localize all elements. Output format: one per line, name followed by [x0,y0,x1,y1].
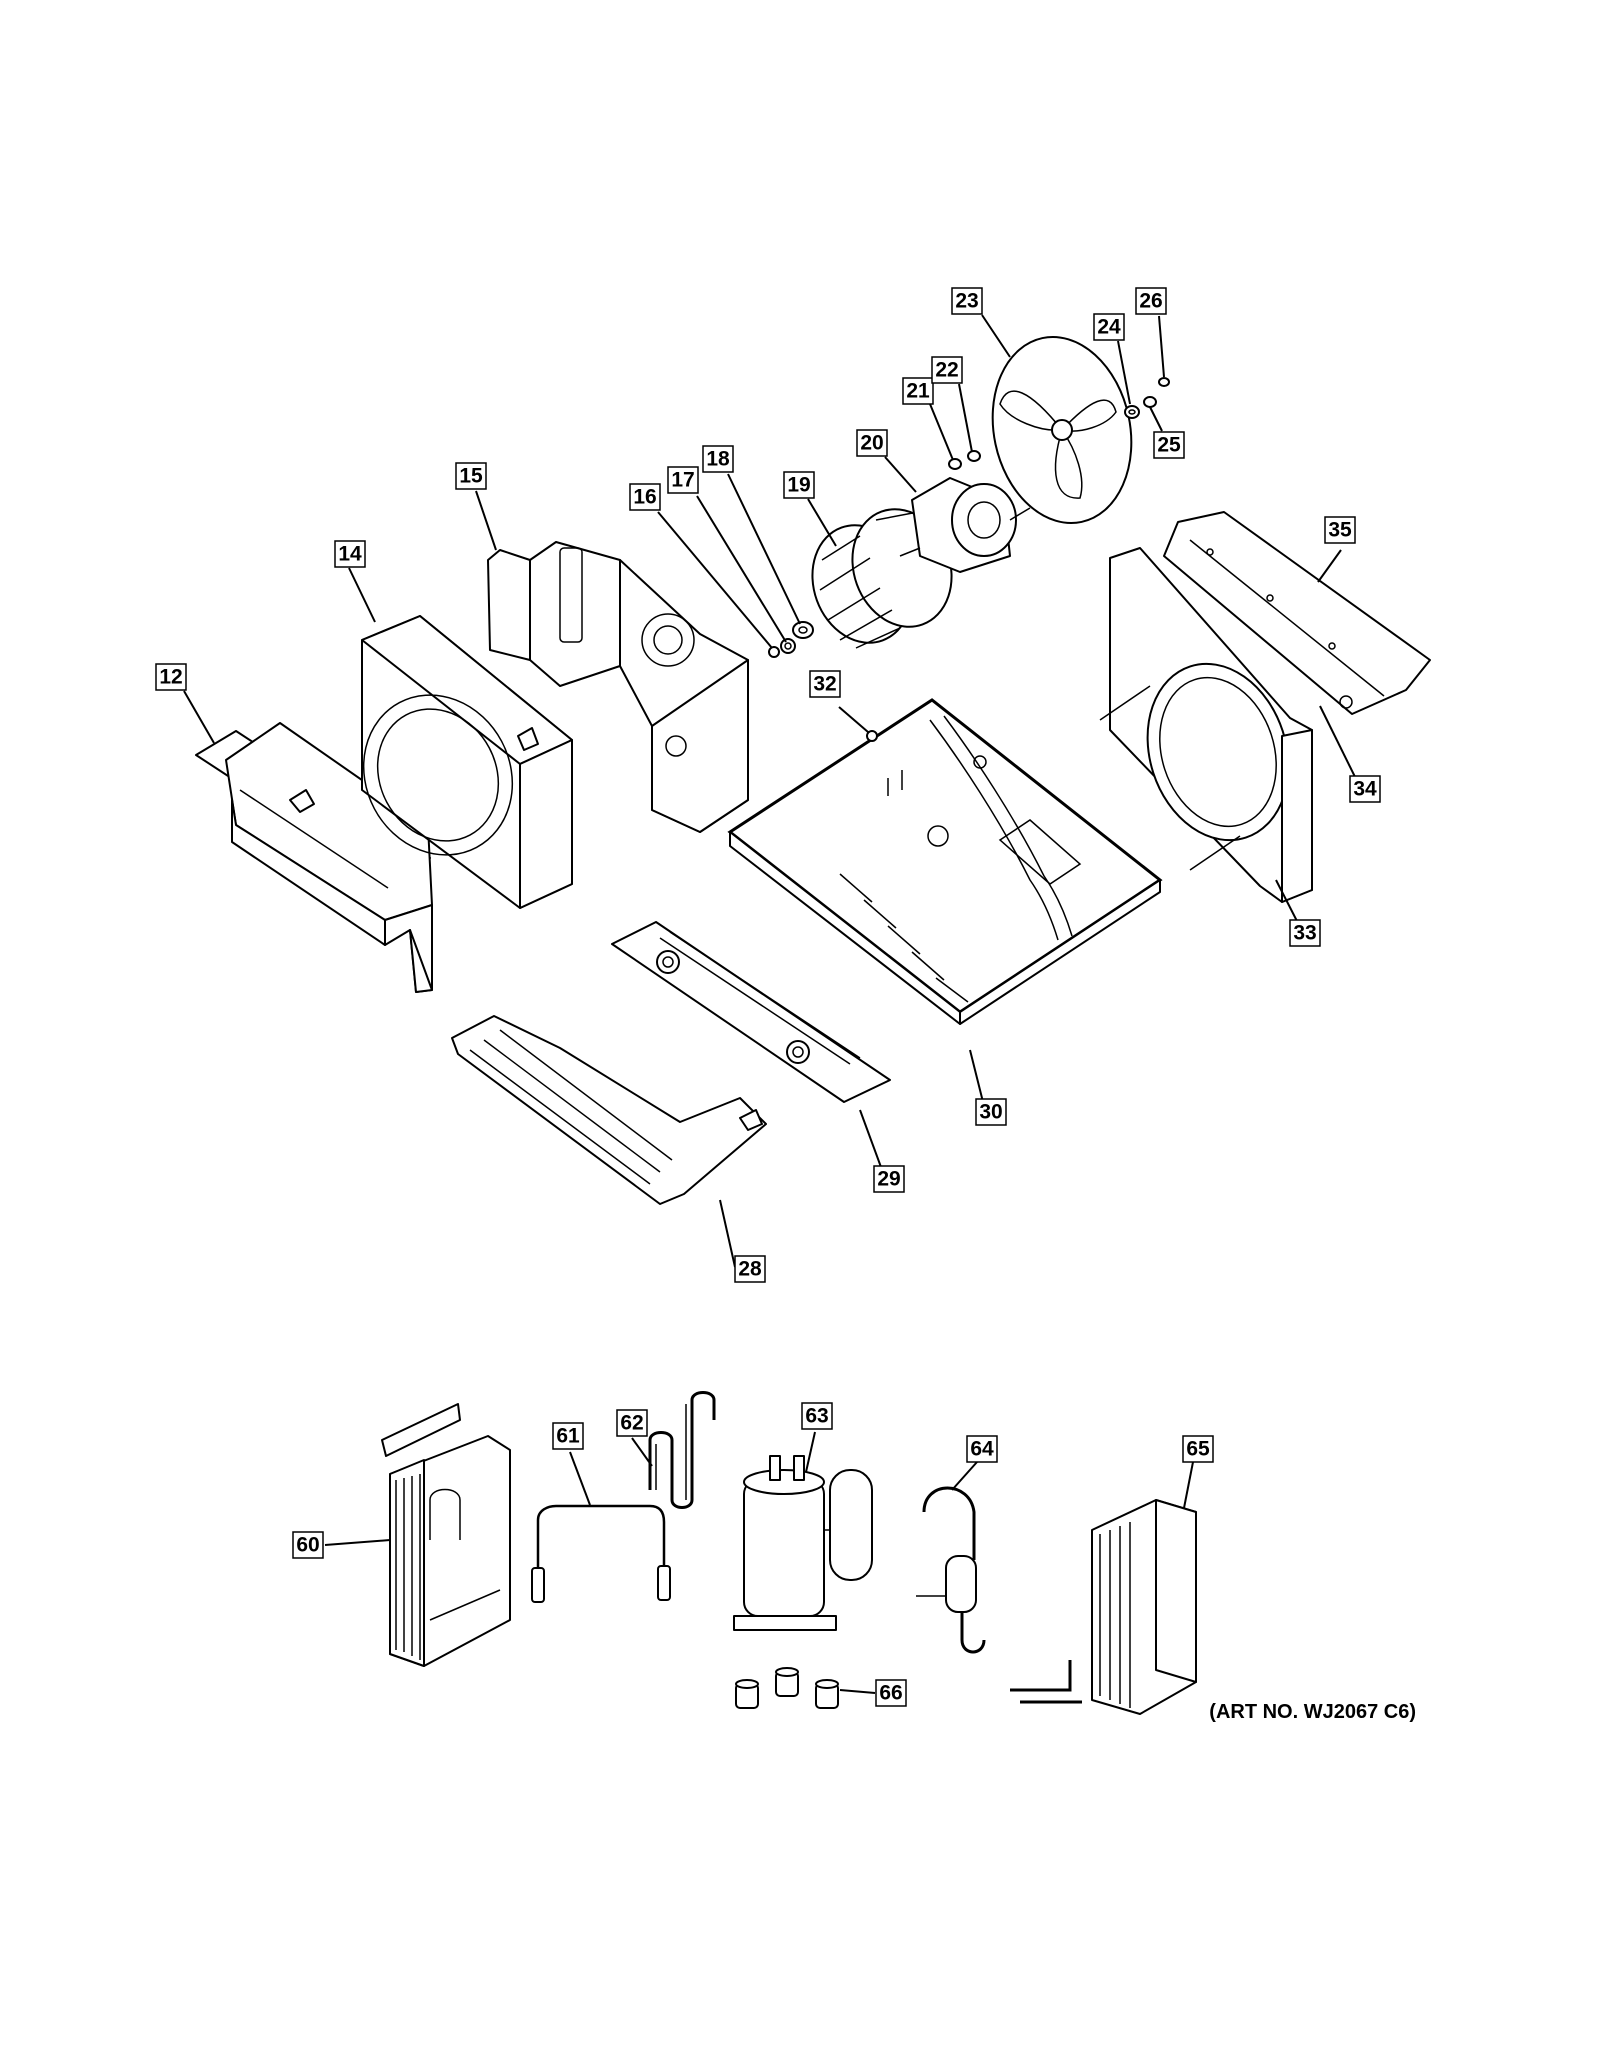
part-61-capillary-tube [531,1504,671,1603]
part-15-scroll-housing [487,541,749,833]
callout-label: 25 [1157,434,1181,457]
callout-label: 12 [159,666,182,689]
callout-label: 66 [879,1682,902,1705]
callout-66: 66 [875,1679,907,1707]
callout-35: 35 [1324,516,1356,544]
part-60-evaporator-coil [381,1403,511,1667]
part-20-fan-motor [899,477,1031,573]
parts-16-17-18-hardware [768,621,814,658]
callout-label: 32 [813,673,836,696]
callout-label: 61 [556,1425,580,1448]
callout-label: 62 [620,1412,643,1435]
callout-label: 29 [877,1168,900,1191]
callout-64: 64 [966,1435,998,1463]
parts-24-25-26-hardware [1124,377,1170,419]
parts-21-22-hardware [948,450,981,470]
callout-26: 26 [1135,287,1167,315]
leader-lines [183,314,1361,1694]
callout-label: 24 [1097,316,1121,339]
callout-21: 21 [902,377,934,405]
callout-label: 30 [979,1101,1002,1124]
callout-24: 24 [1093,313,1125,341]
callout-label: 26 [1139,290,1162,313]
callout-17: 17 [667,466,699,494]
callout-60: 60 [292,1531,324,1559]
callout-33: 33 [1289,919,1321,947]
callout-62: 62 [616,1409,648,1437]
callout-label: 28 [738,1258,762,1281]
part-28-drain-pan [451,1015,767,1205]
callout-label: 65 [1186,1438,1210,1461]
callout-15: 15 [455,462,487,490]
callout-20: 20 [856,429,888,457]
part-14-air-box [361,615,573,909]
part-30-base-pan [727,698,1163,1025]
callout-34: 34 [1349,775,1381,803]
part-64-suction-tube [916,1486,986,1654]
part-62-discharge-tube [648,1391,716,1509]
part-29-insulation-strip [611,921,891,1103]
callout-61: 61 [552,1422,584,1450]
callout-14: 14 [334,540,366,568]
callout-63: 63 [801,1402,833,1430]
callout-label: 17 [671,469,694,492]
art-number: (ART NO. WJ2067 C6) [1209,1701,1416,1723]
callout-label: 18 [706,448,730,471]
callout-label: 20 [860,432,883,455]
callout-29: 29 [873,1165,905,1193]
callout-label: 23 [955,290,978,313]
callout-label: 14 [338,543,362,566]
part-32-screw [866,730,878,742]
callout-label: 60 [296,1534,319,1557]
part-65-condenser-coil [1010,1499,1197,1715]
callout-label: 63 [805,1405,828,1428]
callout-25: 25 [1153,431,1185,459]
callout-16: 16 [629,483,661,511]
callout-32: 32 [809,670,841,698]
callout-label: 21 [906,380,930,403]
callout-28: 28 [734,1255,766,1283]
callout-label: 64 [970,1438,994,1461]
part-12-discharge-duct [195,722,433,993]
callout-30: 30 [975,1098,1007,1126]
callout-label: 22 [935,359,958,382]
callout-22: 22 [931,356,963,384]
callout-label: 19 [787,474,810,497]
part-63-compressor [733,1455,873,1631]
callout-label: 15 [459,465,483,488]
callout-19: 19 [783,471,815,499]
callout-18: 18 [702,445,734,473]
part-35-top-support [1163,511,1431,715]
part-66-grommets [735,1667,839,1709]
callout-65: 65 [1182,1435,1214,1463]
callout-12: 12 [155,663,187,691]
callout-label: 34 [1353,778,1377,801]
callout-23: 23 [951,287,983,315]
callout-label: 33 [1293,922,1316,945]
callout-label: 16 [633,486,656,509]
callout-label: 35 [1328,519,1352,542]
part-33-condenser-shroud [1099,547,1313,903]
part-23-condenser-fan [991,335,1133,525]
